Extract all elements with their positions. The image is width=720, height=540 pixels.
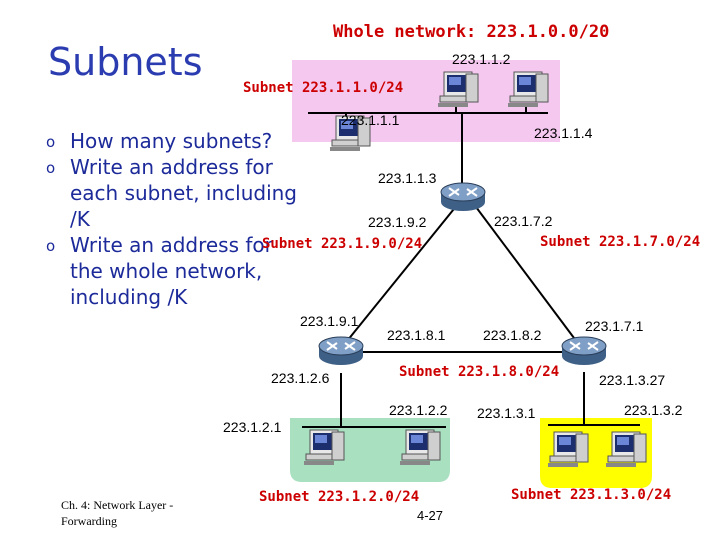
subnet-label: Subnet 223.1.8.0/24 [399,364,560,380]
whole-network-label: Whole network: 223.1.0.0/20 [333,22,610,42]
address-label: 223.1.1.1 [341,112,400,128]
question-list: o How many subnets? o Write an address f… [46,128,306,310]
address-label: 223.1.2.6 [271,370,330,386]
page-number: 4-27 [417,508,444,523]
address-label: 223.1.8.2 [483,327,542,343]
computer-icon [507,71,549,108]
address-label: 223.1.7.2 [494,213,553,229]
bullet-item: o How many subnets? [46,128,306,154]
computer-icon [437,71,479,108]
address-label: 223.1.1.2 [452,51,511,67]
address-label: 223.1.1.4 [534,125,593,141]
address-label: 223.1.3.2 [624,402,683,418]
subnet-label: Subnet 223.1.7.0/24 [540,234,701,250]
address-label: 223.1.7.1 [585,318,644,334]
bullet-marker: o [46,159,56,177]
address-label: 223.1.3.27 [599,372,666,388]
bullet-item: o Write an address for the whole network… [46,232,306,310]
bullet-item: o Write an address for each subnet, incl… [46,154,300,232]
computer-icon [547,431,589,468]
computer-icon [303,429,345,466]
computer-icon [399,429,441,466]
subnet-label: Subnet 223.1.3.0/24 [511,487,672,503]
address-label: 223.1.3.1 [477,405,536,421]
bullet-text: How many subnets? [70,129,273,153]
computer-icon [605,431,647,468]
footer-caption: Ch. 4: Network Layer - Forwarding [61,497,173,529]
footer-line: Forwarding [61,514,117,528]
bullet-text: Write an address for each subnet, includ… [70,155,298,231]
address-label: 223.1.9.2 [368,214,427,230]
footer-line: Ch. 4: Network Layer - [61,498,174,512]
bullet-text: Write an address for the whole network, … [70,233,273,309]
bullet-marker: o [46,133,56,151]
router-icon [440,182,486,212]
subnet-label: Subnet 223.1.1.0/24 [243,80,404,96]
bullet-marker: o [46,237,56,255]
subnet-label: Subnet 223.1.2.0/24 [259,489,420,505]
router-icon [318,336,364,366]
address-label: 223.1.2.1 [223,419,282,435]
address-label: 223.1.1.3 [378,170,437,186]
router-icon [561,336,607,366]
slide-title: Subnets [48,40,203,84]
subnet-label: Subnet 223.1.9.0/24 [262,236,423,252]
address-label: 223.1.9.1 [300,313,359,329]
address-label: 223.1.2.2 [389,402,448,418]
address-label: 223.1.8.1 [387,327,446,343]
